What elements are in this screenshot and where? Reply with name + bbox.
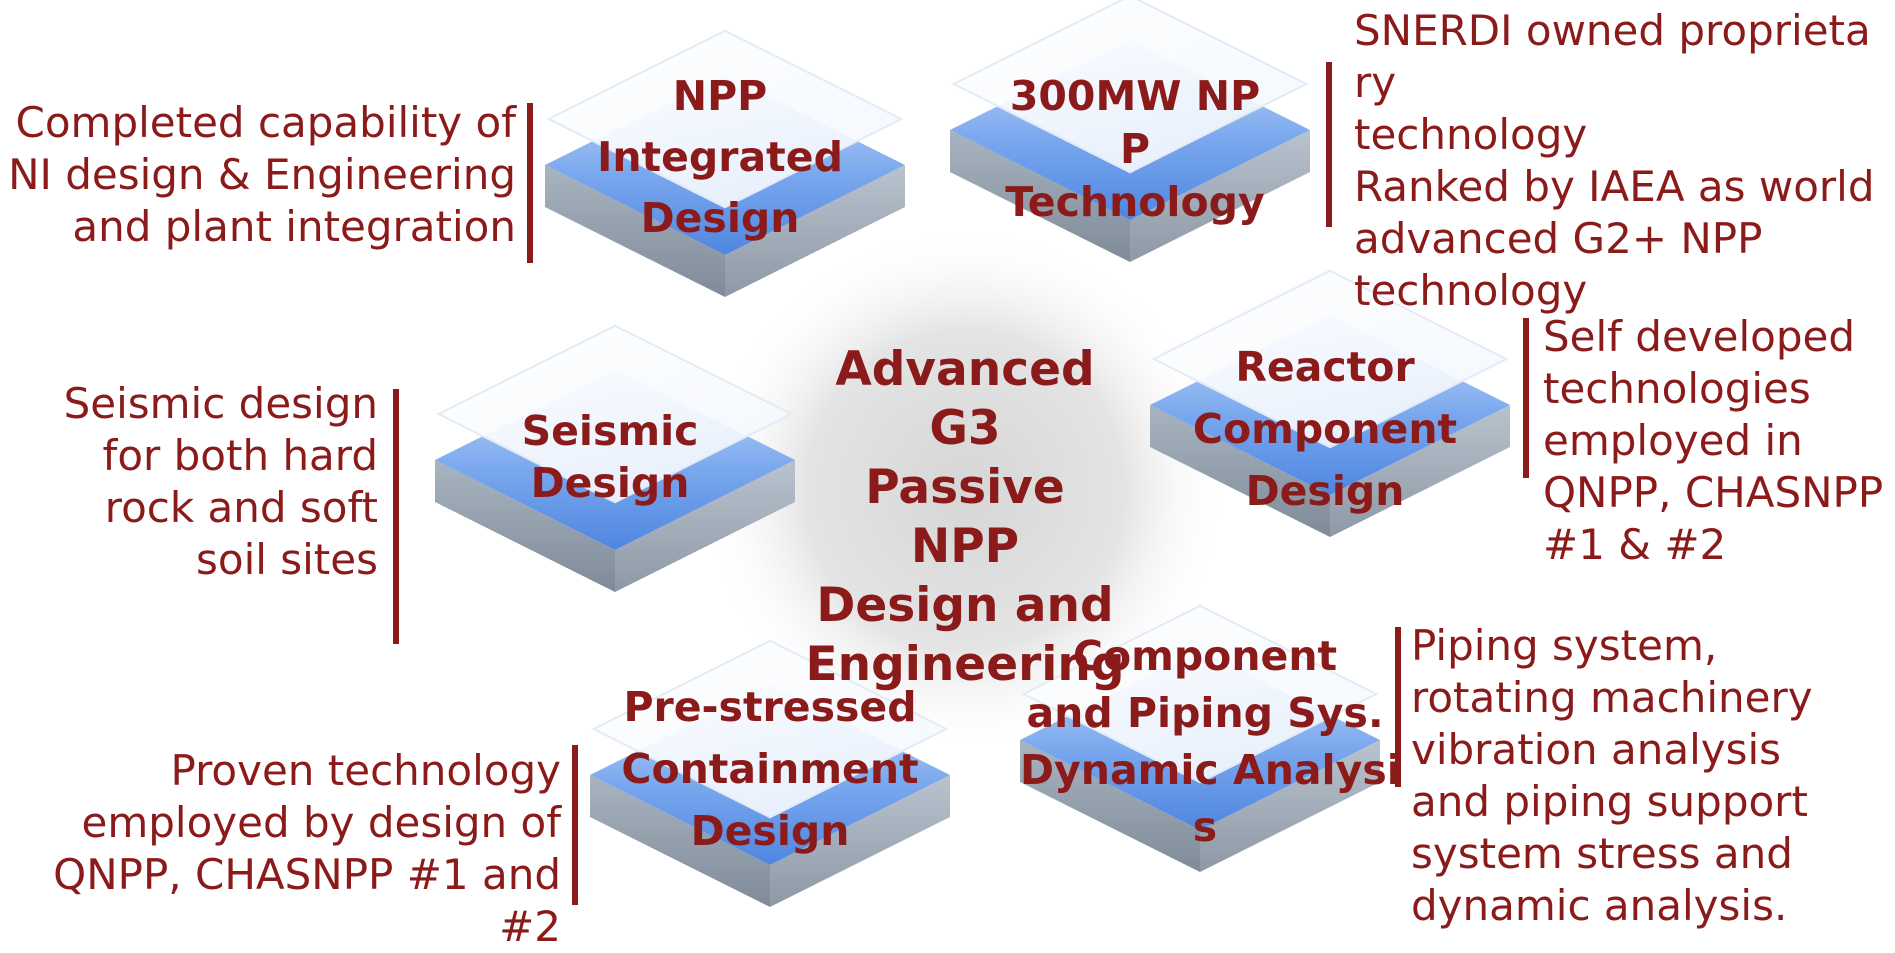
tile-npp-integrated [545,29,905,297]
text-line: Design [530,459,690,507]
tile-mw300 [950,0,1310,262]
text-line: Completed capability of [15,98,516,147]
text-line: P [1119,125,1151,173]
text-line: advanced G2+ NPP [1354,214,1763,263]
tile-component-piping [1020,604,1380,872]
text-line: Component [1072,632,1338,680]
text-line: Design [1245,467,1405,515]
text-line: system stress and [1411,829,1793,878]
text-line: Component [1192,405,1458,453]
note-bar-seismic [393,389,399,644]
tile-label-component-piping: Component and Piping Sys. Dynamic Analysi s [1020,628,1401,856]
text-line: soil sites [195,535,378,584]
text-line: Integrated [597,133,843,181]
text-line: Passive [865,460,1065,515]
tile-side-left [1150,405,1330,537]
text-line: and plant integration [72,202,516,251]
note-bar-npp-integrated [527,103,533,263]
text-line: NPP [672,72,768,120]
tile-lid [1151,269,1509,449]
tile-side-left [545,165,725,297]
text-line: NPP [910,519,1020,574]
tile-prestressed [590,639,950,907]
text-line: Proven technology [170,746,561,795]
text-line: 300MW NP [1009,72,1261,120]
text-line: Technology [1005,178,1265,226]
tile-lid [436,324,794,504]
text-line: Seismic [521,407,699,455]
tile-side-right [770,775,950,907]
text-line: SNERDI owned proprieta [1354,6,1871,55]
text-line: Design [690,807,850,855]
tile-side-right [615,460,795,592]
center-glow [700,225,1230,755]
text-line: employed in [1543,416,1803,465]
text-line: Seismic design [63,379,378,428]
tile-side-left [590,775,770,907]
text-line: employed by design of [81,798,561,847]
note-bar-component-piping [1395,627,1401,787]
text-line: QNPP, CHASNPP [1543,468,1884,517]
text-line: Advanced [835,342,1095,397]
tile-side-right [1330,405,1510,537]
text-line: s [1192,803,1218,851]
tile-lid [546,29,904,209]
tiles-layer [435,0,1510,907]
text-line: Reactor [1235,343,1415,391]
tile-side-right [1130,130,1310,262]
text-line: QNPP, CHASNPP #1 and [53,850,561,899]
text-line: and Piping Sys. [1026,689,1384,737]
text-line: rotating machinery [1411,673,1813,722]
text-line: technology [1354,266,1588,315]
note-bar-reactor [1523,318,1529,478]
text-line: dynamic analysis. [1411,881,1788,930]
tile-lid [591,639,949,819]
text-line: rock and soft [104,483,378,532]
text-line: #1 & #2 [1543,520,1727,569]
text-line: Self developed [1543,312,1856,361]
text-line: vibration analysis [1411,725,1782,774]
text-line: Dynamic Analysi [1020,746,1401,794]
tile-seismic [435,324,795,592]
tile-lid [1021,604,1379,784]
text-line: Piping system, [1411,621,1718,670]
tile-side-left [1020,740,1200,872]
tile-lid [951,0,1309,174]
tile-reactor [1150,269,1510,537]
tile-label-300mw: 300MW NP P Technology [1000,70,1270,229]
tile-side-right [725,165,905,297]
text-line: Engineering [805,637,1125,692]
text-line: for both hard [102,431,378,480]
tile-side-left [435,460,615,592]
text-line: G3 [929,401,1001,456]
text-line: Design [640,194,800,242]
text-line: technologies [1543,364,1811,413]
text-line: Ranked by IAEA as world [1354,162,1875,211]
text-line: and piping support [1411,777,1808,826]
text-line: Containment [621,745,919,793]
tile-side-left [950,130,1130,262]
note-bar-prestressed [572,745,578,905]
text-line: Design and [816,578,1114,633]
text-line: technology [1354,110,1588,159]
tile-side-right [1200,740,1380,872]
text-line: NI design & Engineering [8,150,516,199]
note-bar-300mw [1326,62,1332,227]
text-line: ry [1354,58,1397,107]
text-line: #2 [499,902,561,951]
diagram-graphics [435,0,1510,907]
text-line: Pre-stressed [623,683,917,731]
